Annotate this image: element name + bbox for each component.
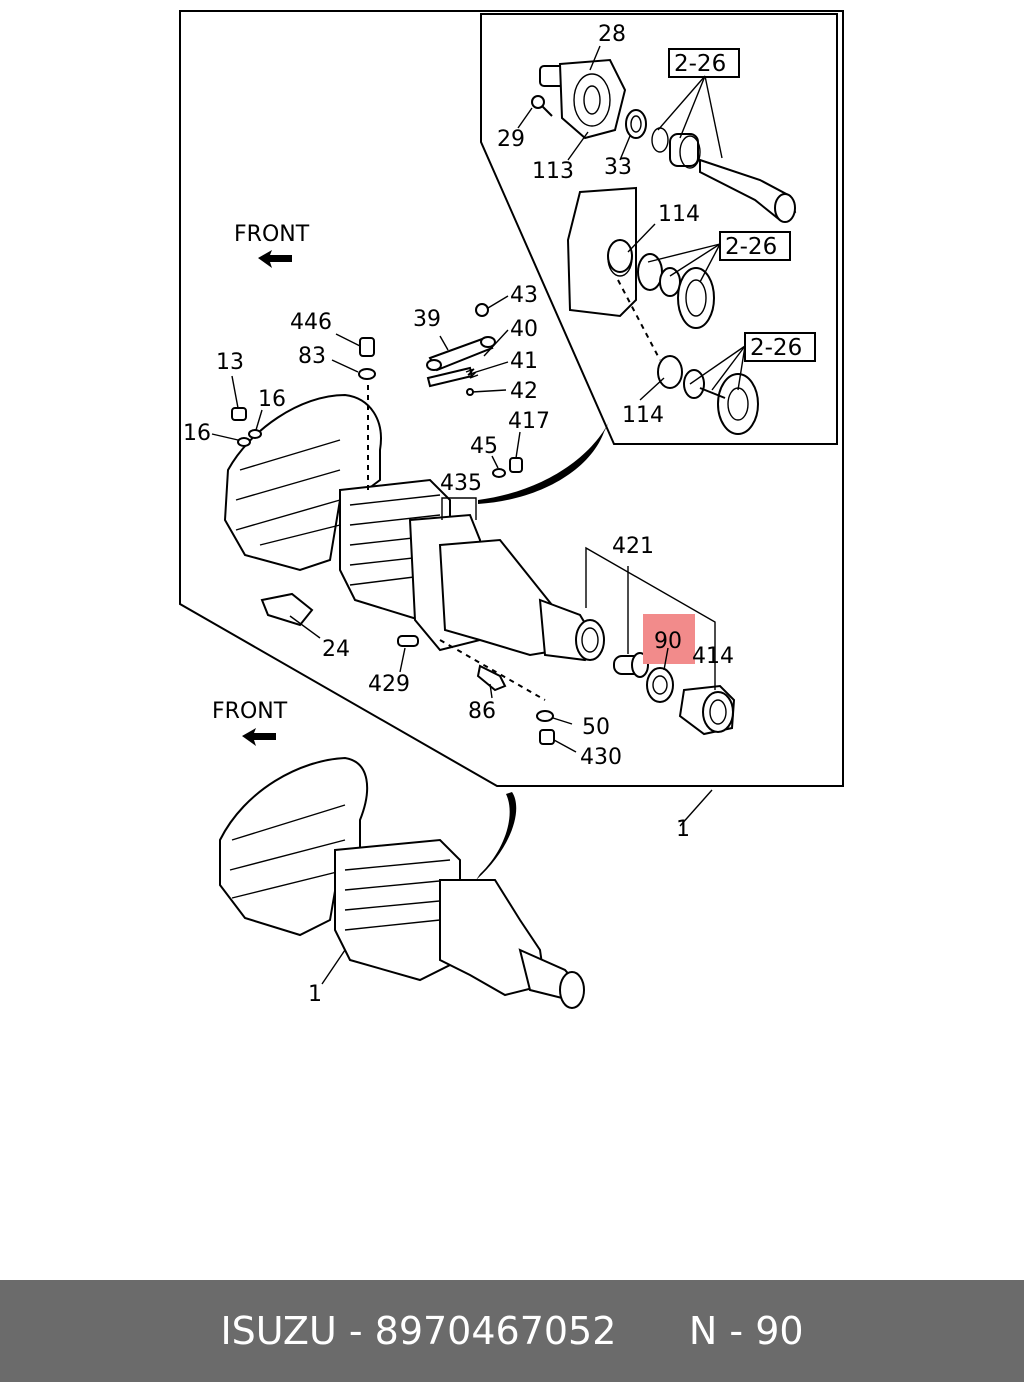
bolt-417 — [509, 457, 523, 473]
bolt-430 — [539, 729, 555, 745]
callout-43: 43 — [510, 283, 538, 308]
washer-16 — [237, 429, 262, 447]
dust-cover-414 — [678, 684, 736, 736]
leader-dash — [439, 639, 546, 701]
callout-2-26: 2-26 — [750, 335, 802, 361]
connector-curve — [478, 420, 610, 504]
exploded-parts-diagram: FRONT FRONT 28 29 113 33 2-26 114 2-26 2… — [179, 10, 844, 1009]
seal-33 — [625, 109, 647, 139]
callout-box — [744, 332, 816, 362]
transmission-case-exploded — [223, 393, 605, 662]
callout-2-26: 2-26 — [725, 234, 777, 260]
spring-41 — [465, 368, 479, 379]
callout-429: 429 — [368, 672, 410, 697]
callout-39: 39 — [413, 307, 441, 332]
bushing-421 — [613, 652, 649, 678]
gap — [616, 1309, 688, 1353]
callout-33: 33 — [604, 155, 632, 180]
brand-label: ISUZU — [220, 1309, 337, 1353]
gear-assembly-upper — [607, 239, 715, 329]
bolt-13 — [231, 407, 247, 421]
callout-leaders — [211, 45, 746, 985]
callout-90: 90 — [654, 629, 682, 654]
callout-86: 86 — [468, 699, 496, 724]
shift-lever-39 — [426, 336, 496, 388]
highlight-box-90 — [643, 614, 695, 664]
callout-40: 40 — [510, 317, 538, 342]
separator: - — [336, 1309, 375, 1353]
bolt-43 — [475, 303, 489, 317]
callout-417: 417 — [508, 409, 550, 434]
gear-assembly-lower — [657, 355, 759, 435]
callout-430: 430 — [580, 745, 622, 770]
callout-50: 50 — [582, 715, 610, 740]
callout-13: 13 — [216, 350, 244, 375]
washer-50 — [536, 710, 554, 722]
callout-114: 114 — [658, 202, 700, 227]
callout-421: 421 — [612, 534, 654, 559]
front-arrow-icon — [242, 728, 276, 746]
inset-frame — [480, 13, 838, 445]
callout-1: 1 — [676, 817, 690, 842]
bolt-29 — [531, 95, 553, 117]
callout-41: 41 — [510, 349, 538, 374]
part-number: 8970467052 — [374, 1309, 617, 1353]
callout-45: 45 — [470, 434, 498, 459]
bolt-86 — [476, 664, 507, 692]
callout-42: 42 — [510, 379, 538, 404]
callout-414: 414 — [692, 644, 734, 669]
callout-83: 83 — [298, 344, 326, 369]
transmission-assembly — [219, 756, 585, 1009]
callout-435: 435 — [440, 471, 482, 496]
part-info-footer: ISUZU - 8970467052 N - 90 — [0, 1280, 1024, 1382]
bolt-446 — [359, 337, 375, 357]
callout-16: 16 — [258, 387, 286, 412]
oil-seal-90 — [646, 667, 674, 703]
washer-83 — [358, 368, 376, 380]
connector-curve-lower — [476, 792, 517, 880]
callout-box — [719, 231, 791, 261]
callout-24: 24 — [322, 637, 350, 662]
bracket-435 — [441, 497, 477, 520]
callout-2-26: 2-26 — [674, 51, 726, 77]
output-housing-part — [539, 58, 627, 140]
callout-446: 446 — [290, 310, 332, 335]
plate-24 — [260, 592, 314, 627]
callout-box — [668, 48, 740, 78]
assembly-frame — [179, 10, 844, 787]
callout-28: 28 — [598, 22, 626, 47]
callout-114: 114 — [622, 403, 664, 428]
reference-label: N - 90 — [688, 1309, 804, 1353]
callout-113: 113 — [532, 159, 574, 184]
callout-16: 16 — [183, 421, 211, 446]
bracket-421 — [585, 546, 716, 690]
callout-1: 1 — [308, 982, 322, 1007]
output-shaft-part — [651, 127, 797, 223]
pin-429 — [397, 635, 419, 647]
washer-45 — [492, 468, 506, 478]
callout-29: 29 — [497, 127, 525, 152]
front-label: FRONT — [234, 222, 310, 247]
front-arrow-icon — [258, 250, 292, 268]
front-label: FRONT — [212, 699, 288, 724]
leader-dash-inset — [617, 279, 661, 361]
